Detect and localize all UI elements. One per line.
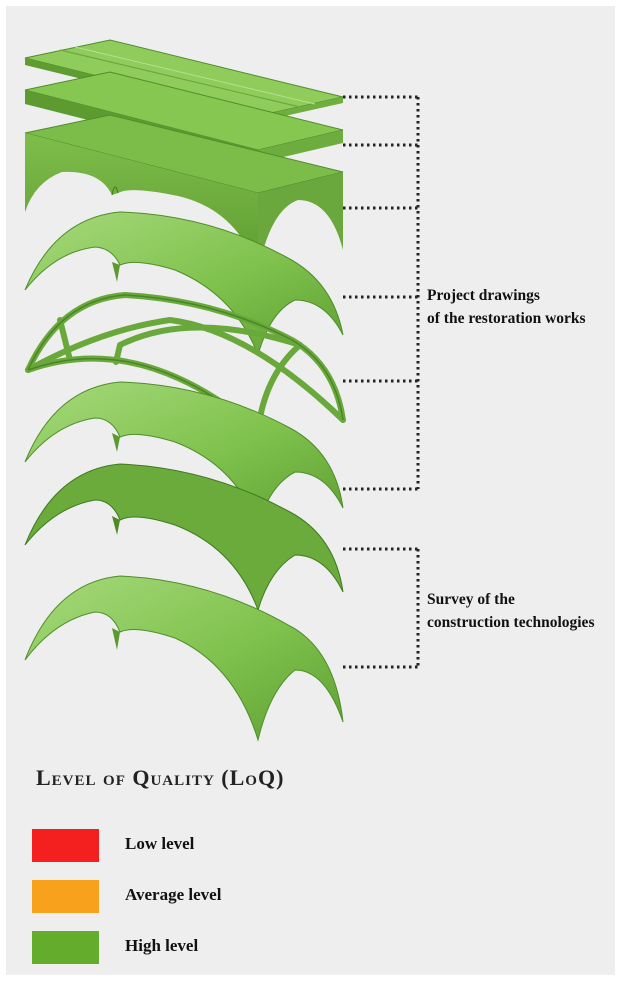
callout-project-drawings-line-2: of the restoration works: [427, 307, 586, 330]
layer-vault-shell-4: [25, 576, 343, 740]
legend-swatch-low: [32, 829, 99, 862]
callout-project-drawings: Project drawings of the restoration work…: [427, 284, 586, 330]
callout-survey-line-1: Survey of the: [427, 588, 594, 611]
callout-survey-technologies: Survey of the construction technologies: [427, 588, 594, 634]
legend-title: Level of Quality (LoQ): [36, 765, 284, 791]
legend-item-low: Low level: [32, 829, 332, 863]
connector-lines: [343, 97, 418, 667]
legend-label-low: Low level: [125, 834, 194, 854]
callout-project-drawings-line-1: Project drawings: [427, 284, 586, 307]
legend-label-average: Average level: [125, 885, 221, 905]
legend-item-average: Average level: [32, 880, 332, 914]
layer-vault-shell-1: [25, 212, 343, 355]
callout-survey-line-2: construction technologies: [427, 611, 594, 634]
legend-item-high: High level: [32, 931, 332, 965]
legend-label-high: High level: [125, 936, 198, 956]
legend-swatch-high: [32, 931, 99, 964]
legend-swatch-average: [32, 880, 99, 913]
